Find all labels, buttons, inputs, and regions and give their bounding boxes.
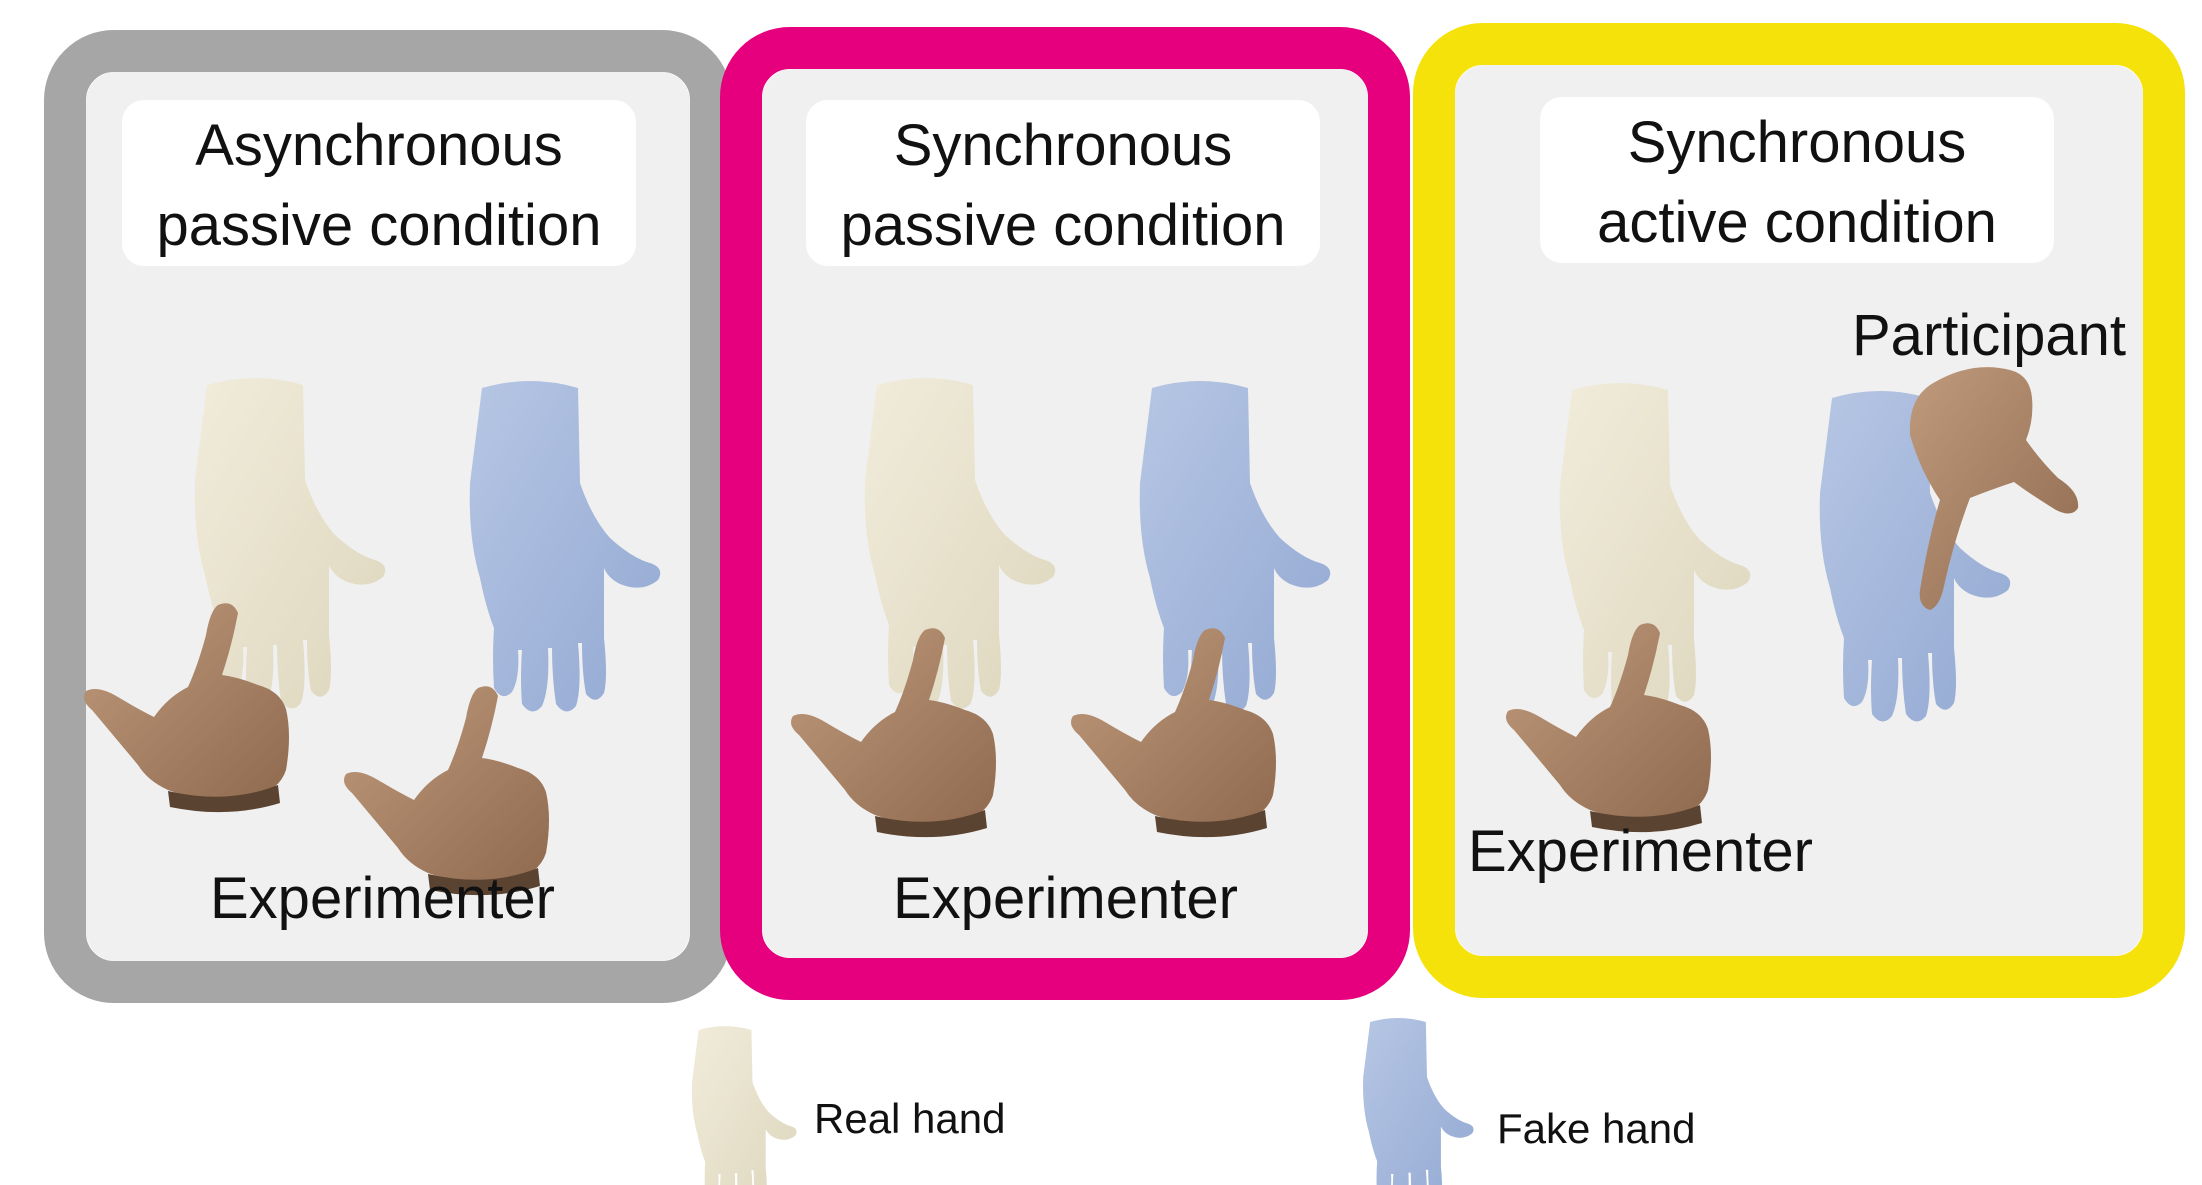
experimenter-label: Experimenter bbox=[1468, 819, 1813, 884]
synchronous-passive-title: Synchronous passive condition bbox=[806, 100, 1320, 266]
real-hand-legend-icon bbox=[691, 1026, 797, 1185]
fake-hand-legend-label: Fake hand bbox=[1497, 1105, 1696, 1152]
real-hand-legend-label: Real hand bbox=[814, 1095, 1006, 1142]
experimenter-label: Experimenter bbox=[210, 866, 555, 931]
asynchronous-passive-title: Asynchronous passive condition bbox=[122, 100, 636, 266]
experimenter-label: Experimenter bbox=[893, 866, 1238, 931]
fake-hand-legend-icon bbox=[1363, 1017, 1474, 1185]
synchronous-active-title: Synchronous active condition bbox=[1540, 97, 2054, 263]
participant-label: Participant bbox=[1852, 303, 2127, 368]
